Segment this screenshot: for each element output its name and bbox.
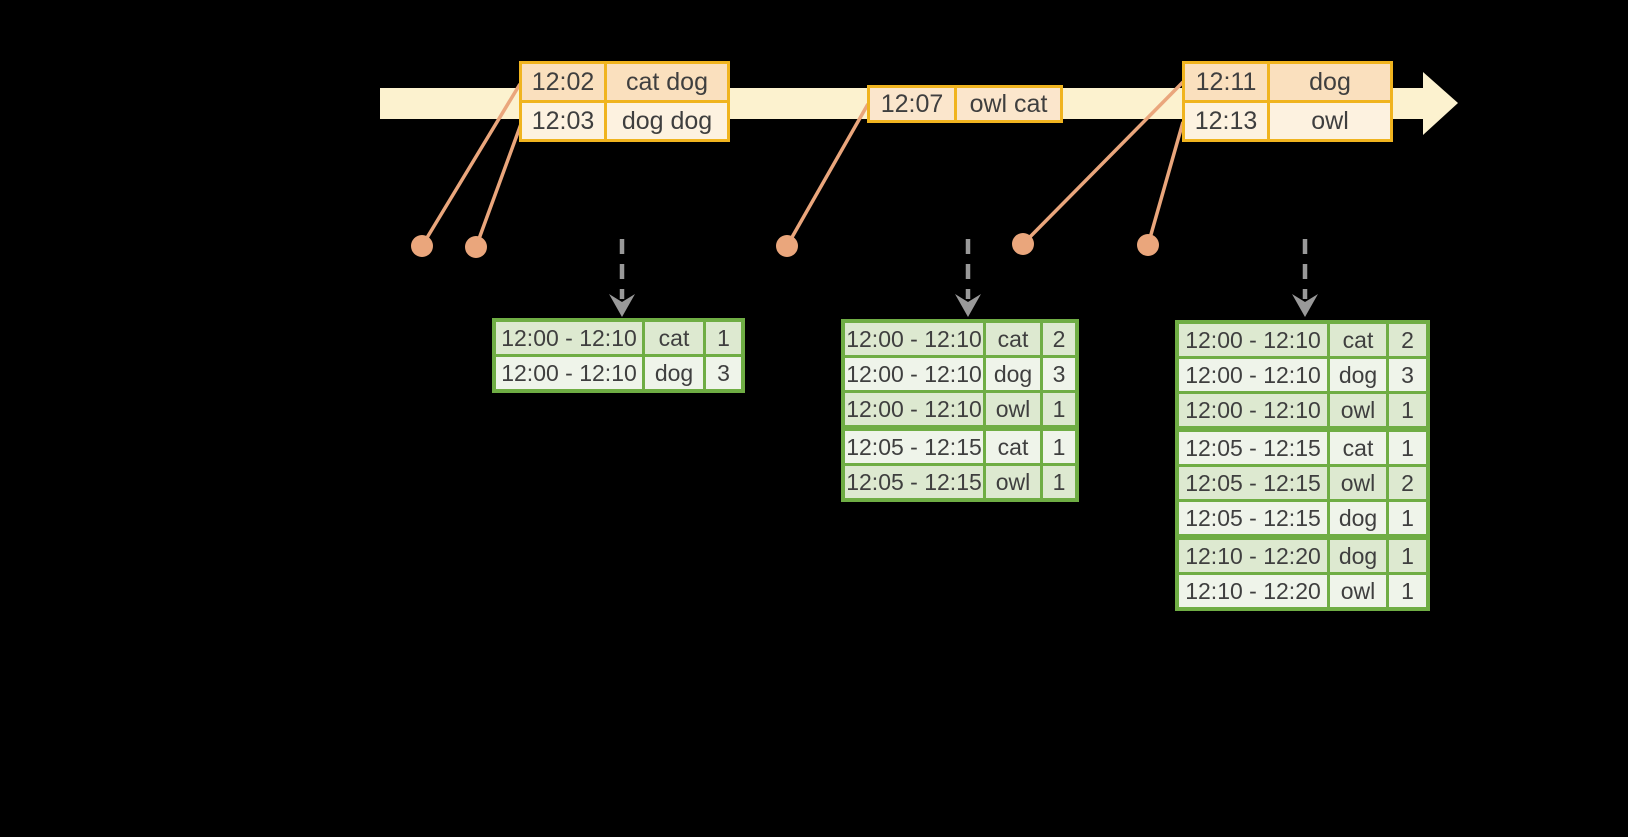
window-cell: 12:00 - 12:10: [845, 393, 983, 425]
event-dots: [411, 233, 1159, 258]
result-row: 12:05 - 12:15 cat 1: [1179, 432, 1426, 464]
event-time-cell: 12:02: [522, 64, 604, 100]
event-time-cell: 12:07: [870, 88, 954, 120]
count-cell: 3: [1043, 358, 1075, 390]
word-cell: owl: [1330, 575, 1386, 607]
window-cell: 12:00 - 12:10: [496, 357, 642, 389]
count-cell: 1: [1389, 540, 1426, 572]
event-row: 12:11 dog: [1185, 64, 1390, 100]
word-cell: cat: [1330, 324, 1386, 356]
result-row: 12:05 - 12:15 cat 1: [845, 431, 1075, 463]
event-words-cell: owl cat: [957, 88, 1060, 120]
word-cell: dog: [986, 358, 1040, 390]
event-row: 12:07 owl cat: [870, 88, 1060, 120]
down-arrow-icon: [609, 294, 635, 317]
event-time-cell: 12:11: [1185, 64, 1267, 100]
result-row: 12:00 - 12:10 owl 1: [845, 393, 1075, 425]
count-cell: 1: [1389, 575, 1426, 607]
result-table-1: 12:00 - 12:10 cat 1 12:00 - 12:10 dog 3: [492, 318, 745, 393]
result-table-2: 12:00 - 12:10 cat 2 12:00 - 12:10 dog 3 …: [841, 319, 1079, 502]
result-row: 12:05 - 12:15 dog 1: [1179, 502, 1426, 534]
count-cell: 1: [1389, 394, 1426, 426]
word-cell: owl: [1330, 394, 1386, 426]
event-words-cell: cat dog: [607, 64, 727, 100]
window-cell: 12:05 - 12:15: [845, 431, 983, 463]
count-cell: 2: [1389, 324, 1426, 356]
window-cell: 12:00 - 12:10: [496, 322, 642, 354]
window-cell: 12:05 - 12:15: [1179, 502, 1327, 534]
event-connector-lines: [420, 80, 1185, 248]
event-table-2: 12:07 owl cat: [867, 85, 1063, 123]
count-cell: 1: [1043, 466, 1075, 498]
result-row: 12:00 - 12:10 cat 2: [1179, 324, 1426, 356]
result-row: 12:00 - 12:10 dog 3: [1179, 359, 1426, 391]
count-cell: 1: [706, 322, 741, 354]
event-words-cell: owl: [1270, 103, 1390, 139]
window-cell: 12:00 - 12:10: [845, 358, 983, 390]
result-row: 12:10 - 12:20 owl 1: [1179, 575, 1426, 607]
event-connector-line: [785, 103, 870, 247]
result-row: 12:00 - 12:10 dog 3: [496, 357, 741, 389]
event-table-3: 12:11 dog 12:13 owl: [1182, 61, 1393, 142]
count-cell: 3: [1389, 359, 1426, 391]
event-connector-line: [474, 123, 523, 248]
event-dot: [1137, 234, 1159, 256]
word-cell: dog: [645, 357, 703, 389]
result-row: 12:10 - 12:20 dog 1: [1179, 540, 1426, 572]
window-cell: 12:10 - 12:20: [1179, 575, 1327, 607]
word-cell: owl: [1330, 467, 1386, 499]
count-cell: 3: [706, 357, 741, 389]
word-cell: owl: [986, 393, 1040, 425]
count-cell: 1: [1043, 431, 1075, 463]
event-time-cell: 12:13: [1185, 103, 1267, 139]
result-row: 12:00 - 12:10 dog 3: [845, 358, 1075, 390]
word-cell: dog: [1330, 359, 1386, 391]
word-cell: cat: [986, 431, 1040, 463]
window-cell: 12:00 - 12:10: [1179, 324, 1327, 356]
window-cell: 12:05 - 12:15: [845, 466, 983, 498]
word-cell: dog: [1330, 502, 1386, 534]
result-row: 12:00 - 12:10 cat 2: [845, 323, 1075, 355]
count-cell: 1: [1389, 432, 1426, 464]
event-row: 12:13 owl: [1185, 103, 1390, 139]
event-row: 12:02 cat dog: [522, 64, 727, 100]
event-connector-line: [1146, 121, 1185, 246]
result-row: 12:05 - 12:15 owl 1: [845, 466, 1075, 498]
event-connector-line: [1021, 80, 1185, 246]
event-words-cell: dog: [1270, 64, 1390, 100]
down-arrow-icon: [1292, 294, 1318, 317]
word-cell: owl: [986, 466, 1040, 498]
count-cell: 1: [1389, 502, 1426, 534]
count-cell: 1: [1043, 393, 1075, 425]
word-cell: cat: [1330, 432, 1386, 464]
arrow-right-icon: [1423, 72, 1458, 135]
event-words-cell: dog dog: [607, 103, 727, 139]
event-time-cell: 12:03: [522, 103, 604, 139]
word-cell: cat: [986, 323, 1040, 355]
result-row: 12:05 - 12:15 owl 2: [1179, 467, 1426, 499]
event-dot: [465, 236, 487, 258]
trigger-arrowheads: [609, 294, 1318, 317]
event-table-1: 12:02 cat dog 12:03 dog dog: [519, 61, 730, 142]
result-row: 12:00 - 12:10 owl 1: [1179, 394, 1426, 426]
trigger-arrow-shafts: [619, 239, 1308, 299]
word-cell: cat: [645, 322, 703, 354]
event-dot: [1012, 233, 1034, 255]
count-cell: 2: [1043, 323, 1075, 355]
word-cell: dog: [1330, 540, 1386, 572]
event-connector-line: [420, 83, 522, 247]
result-table-3: 12:00 - 12:10 cat 2 12:00 - 12:10 dog 3 …: [1175, 320, 1430, 611]
window-cell: 12:00 - 12:10: [1179, 359, 1327, 391]
event-dot: [776, 235, 798, 257]
window-cell: 12:00 - 12:10: [1179, 394, 1327, 426]
window-cell: 12:00 - 12:10: [845, 323, 983, 355]
window-cell: 12:05 - 12:15: [1179, 432, 1327, 464]
window-cell: 12:10 - 12:20: [1179, 540, 1327, 572]
down-arrow-icon: [955, 294, 981, 317]
event-dot: [411, 235, 433, 257]
result-row: 12:00 - 12:10 cat 1: [496, 322, 741, 354]
count-cell: 2: [1389, 467, 1426, 499]
event-row: 12:03 dog dog: [522, 103, 727, 139]
window-cell: 12:05 - 12:15: [1179, 467, 1327, 499]
